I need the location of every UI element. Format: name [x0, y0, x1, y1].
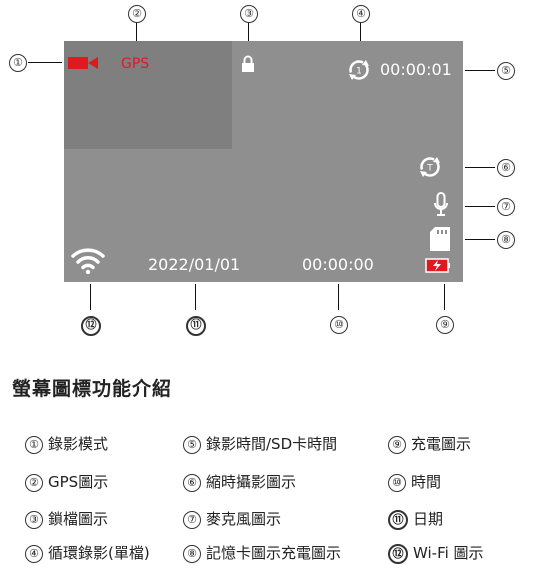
loop-time-readout: 00:00:01	[380, 60, 452, 79]
callout-10: ⑩	[330, 316, 348, 334]
legend-label: 麥克風圖示	[206, 510, 282, 528]
legend-item-6: ⑥ 縮時攝影圖示	[183, 471, 296, 492]
legend-num: ⑤	[183, 436, 201, 454]
legend-num: ②	[25, 474, 43, 492]
time-readout: 00:00:00	[302, 255, 374, 274]
gps-label: GPS	[121, 56, 150, 72]
callout-6-line	[465, 167, 495, 168]
section-heading: 螢幕圖標功能介紹	[12, 378, 173, 400]
legend-item-4: ④ 循環錄影(單檔)	[25, 542, 150, 563]
legend-num: ⑫	[388, 544, 408, 564]
legend-item-1: ① 錄影模式	[25, 433, 108, 454]
callout-11-line	[195, 284, 196, 310]
loop-badge-text: 1	[356, 67, 362, 77]
callout-7-line	[465, 206, 495, 207]
callout-10-line	[338, 284, 339, 310]
legend-num: ④	[25, 545, 43, 563]
loop-record-icon: 1	[349, 60, 369, 80]
callout-8: ⑧	[497, 231, 515, 249]
legend-item-11: ⑪ 日期	[388, 508, 443, 530]
callout-3-line	[248, 23, 249, 53]
legend-num: ⑪	[388, 510, 408, 530]
legend-item-3: ③ 鎖檔圖示	[25, 508, 108, 529]
legend-item-2: ② GPS圖示	[25, 471, 108, 492]
callout-4-line	[360, 23, 361, 53]
legend-num: ①	[25, 436, 43, 454]
wifi-icon	[71, 248, 105, 274]
legend-num: ⑩	[388, 474, 406, 492]
sd-card-icon	[430, 227, 450, 251]
legend-label: 時間	[411, 473, 442, 491]
legend-num: ⑨	[388, 436, 406, 454]
microphone-icon	[434, 192, 448, 216]
legend-label: GPS圖示	[48, 473, 109, 491]
callout-12-line	[90, 284, 91, 310]
callout-2: ②	[128, 5, 146, 23]
legend-label: 記憶卡圖示充電圖示	[206, 544, 342, 562]
legend-num: ⑦	[183, 511, 201, 529]
video-record-icon	[68, 57, 98, 69]
legend-label: 日期	[413, 510, 444, 528]
screen-shade-region	[64, 41, 232, 149]
callout-1: ①	[9, 54, 27, 72]
callout-3: ③	[240, 5, 258, 23]
callout-11: ⑪	[186, 316, 206, 336]
legend-num: ⑧	[183, 545, 201, 563]
legend-label: 縮時攝影圖示	[206, 473, 297, 491]
legend-item-7: ⑦ 麥克風圖示	[183, 508, 281, 529]
date-readout: 2022/01/01	[148, 255, 241, 274]
legend-label: 錄影時間/SD卡時間	[206, 435, 338, 453]
callout-5-line	[465, 70, 495, 71]
legend-label: 循環錄影(單檔)	[48, 544, 150, 562]
legend-item-5: ⑤ 錄影時間/SD卡時間	[183, 433, 337, 454]
callout-6: ⑥	[497, 159, 515, 177]
charging-battery-icon	[425, 258, 450, 273]
dashcam-screen: GPS 1 00:00:01 T 2022/01/0	[64, 41, 463, 282]
timelapse-icon: T	[420, 157, 440, 177]
callout-4: ④	[352, 5, 370, 23]
legend-label: 錄影模式	[48, 435, 109, 453]
timelapse-badge-text: T	[426, 164, 433, 174]
legend-item-10: ⑩ 時間	[388, 471, 441, 492]
callout-7: ⑦	[497, 198, 515, 216]
callout-2-line	[136, 23, 137, 53]
legend-label: 充電圖示	[411, 435, 472, 453]
legend-label: Wi-Fi 圖示	[413, 544, 484, 562]
legend-num: ③	[25, 511, 43, 529]
legend-label: 鎖檔圖示	[48, 510, 109, 528]
lock-icon	[242, 55, 254, 72]
legend-num: ⑥	[183, 474, 201, 492]
callout-9: ⑨	[436, 316, 454, 334]
legend-item-8: ⑧ 記憶卡圖示充電圖示	[183, 542, 341, 563]
callout-5: ⑤	[497, 62, 515, 80]
legend-item-9: ⑨ 充電圖示	[388, 433, 471, 454]
callout-1-line	[28, 62, 62, 63]
callout-12: ⑫	[81, 316, 101, 336]
callout-8-line	[465, 239, 495, 240]
legend-item-12: ⑫ Wi-Fi 圖示	[388, 542, 484, 564]
callout-9-line	[444, 284, 445, 310]
